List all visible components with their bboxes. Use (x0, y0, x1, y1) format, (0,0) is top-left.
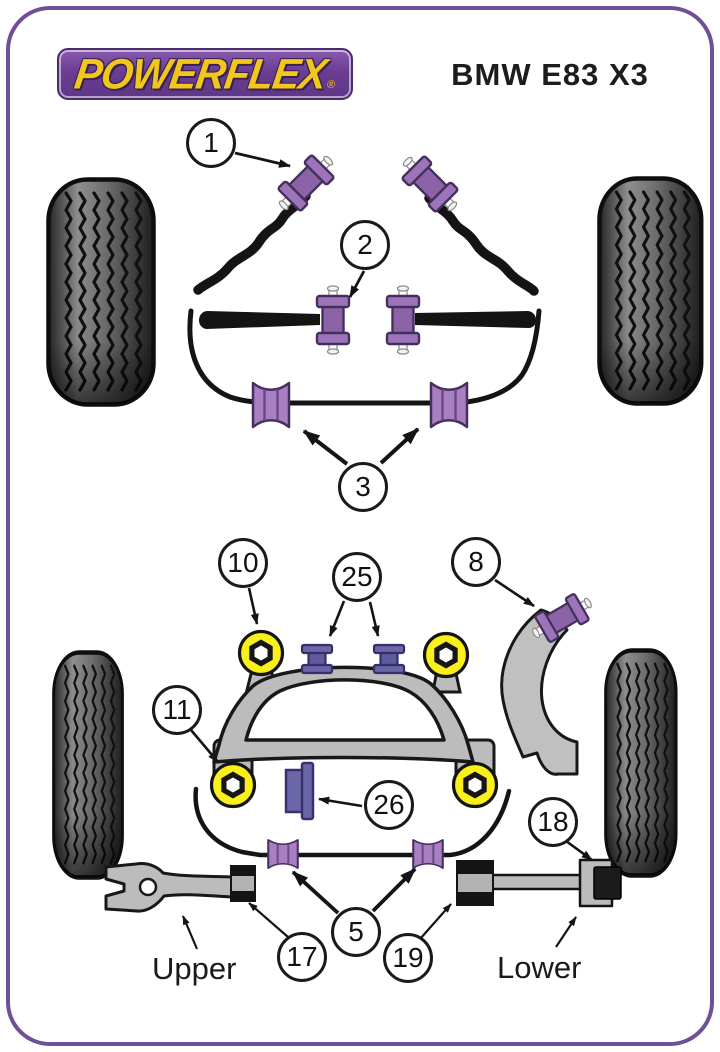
tire-rear-left (54, 653, 123, 878)
tie-rod-left (198, 311, 320, 329)
tie-rod-bushing-right (385, 284, 421, 356)
callout-1: 1 (186, 118, 236, 168)
callout-arrows (181, 151, 593, 950)
tie-rod-bushing-left (315, 284, 351, 356)
front-arb-bushing-left (251, 381, 291, 429)
tire-front-right (599, 179, 701, 404)
rear-arb-bushing-right (412, 838, 444, 870)
callout-2: 2 (340, 220, 390, 270)
lower-arm-inner-bushing (456, 860, 494, 906)
subframe-front-mount-right (422, 631, 470, 679)
drop-link-bushing-left (269, 146, 343, 220)
rear-arb-bushing-left (267, 838, 299, 870)
subframe-top-bushing-left (300, 643, 334, 675)
callout-11: 11 (152, 685, 202, 735)
tire-rear-right (606, 651, 676, 876)
callout-8: 8 (451, 537, 501, 587)
drop-link-bushing-right (393, 147, 467, 221)
tire-front-left (49, 180, 154, 405)
powerflex-logo: POWERFLEX ® (57, 48, 353, 100)
subframe-rear-mount-right (451, 761, 499, 809)
upper-arm-label: Upper (152, 951, 237, 986)
callout-19: 19 (383, 933, 433, 983)
subframe-rear-mount-left (209, 761, 257, 809)
drop-link-right (424, 193, 539, 296)
upper-arm-bushing (230, 865, 256, 902)
lower-arm-outer-bushing (593, 866, 622, 900)
upper-arm (104, 862, 256, 913)
lower-arm-label: Lower (497, 950, 582, 985)
callout-26: 26 (364, 780, 414, 830)
rear-subframe (209, 629, 499, 821)
front-arb-bushing-right (429, 381, 469, 429)
page-title: BMW E83 X3 (451, 57, 649, 92)
callout-25: 25 (332, 552, 382, 602)
callout-18: 18 (528, 797, 578, 847)
lower-arm (456, 858, 622, 908)
drop-link-left (193, 191, 311, 295)
rear-anti-roll-bar (193, 786, 512, 858)
callout-10: 10 (218, 538, 268, 588)
tie-rod-right (415, 311, 537, 328)
rear-bracket (500, 608, 579, 776)
subframe-top-bushing-right (372, 643, 406, 675)
callout-3: 3 (338, 462, 388, 512)
front-anti-roll-bar (187, 308, 542, 406)
callout-17: 17 (277, 932, 327, 982)
subframe-front-mount-left (237, 629, 285, 677)
callout-5: 5 (331, 907, 381, 957)
